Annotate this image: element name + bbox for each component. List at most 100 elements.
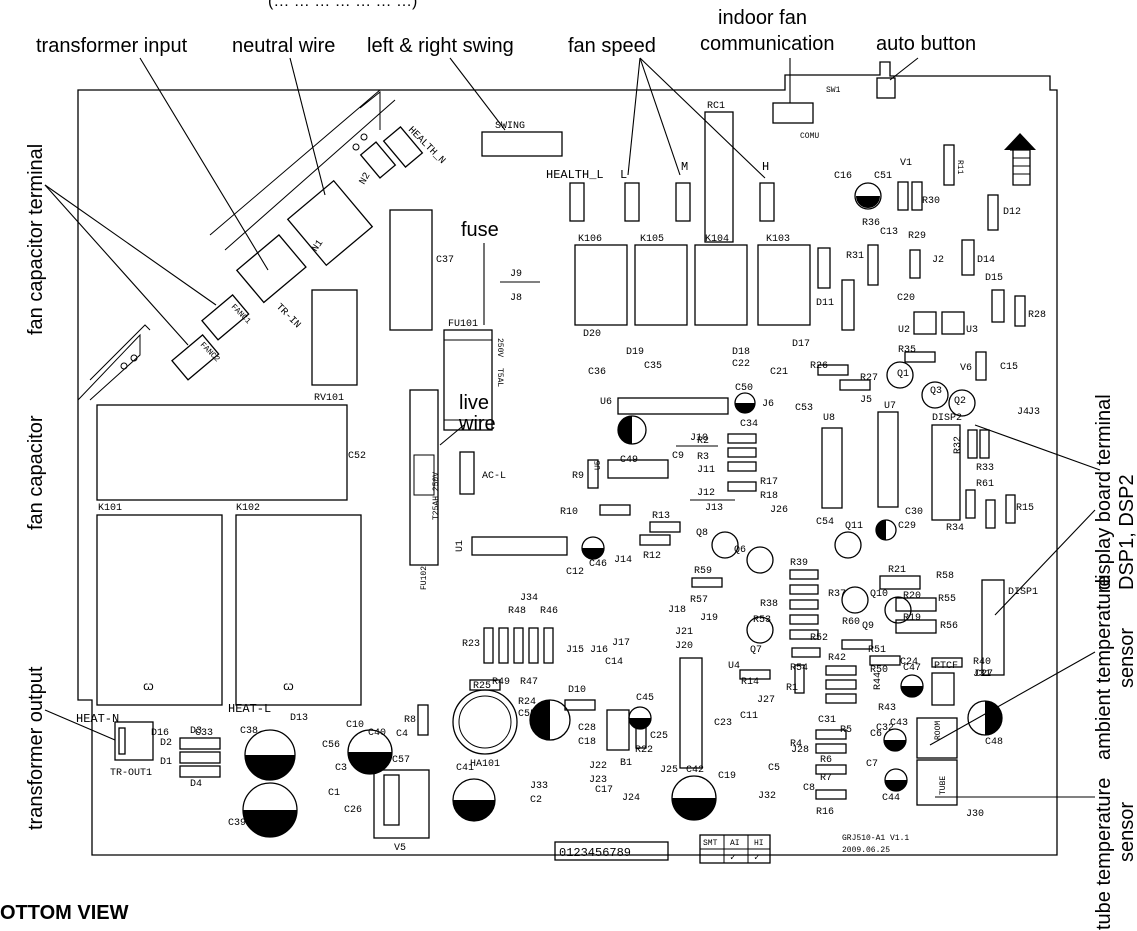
orientation-arrow-icon xyxy=(1004,133,1036,186)
svg-text:J10: J10 xyxy=(690,433,708,444)
svg-text:Q3: Q3 xyxy=(930,386,942,397)
svg-text:C18: C18 xyxy=(578,737,596,748)
svg-text:C33: C33 xyxy=(195,728,213,739)
svg-text:R50: R50 xyxy=(870,665,888,676)
svg-text:R53: R53 xyxy=(753,615,771,626)
svg-text:C21: C21 xyxy=(770,367,788,378)
mount-hole xyxy=(352,143,360,151)
callout-live-wire-line2: wire xyxy=(458,413,496,435)
svg-text:R9: R9 xyxy=(572,471,584,482)
mount-hole xyxy=(130,354,138,362)
svg-text:FU101: FU101 xyxy=(448,319,478,330)
auto-button-sw1[interactable]: SW1 xyxy=(826,77,896,99)
svg-text:R21: R21 xyxy=(888,565,906,576)
svg-text:ꞷ: ꞷ xyxy=(283,680,294,694)
svg-text:R25: R25 xyxy=(473,681,491,692)
svg-text:U6: U6 xyxy=(600,397,612,408)
svg-text:C5: C5 xyxy=(768,763,780,774)
svg-text:C47: C47 xyxy=(903,663,921,674)
svg-text:D16: D16 xyxy=(151,728,169,739)
svg-text:C48: C48 xyxy=(985,737,1003,748)
svg-text:N1: N1 xyxy=(310,238,326,254)
svg-text:J23: J23 xyxy=(589,775,607,786)
neutral-connector-n2: N2 xyxy=(358,141,397,187)
svg-text:R6: R6 xyxy=(820,755,832,766)
svg-text:DISP2: DISP2 xyxy=(932,413,962,424)
relay-k103: K103 xyxy=(757,234,811,326)
svg-text:T5AL: T5AL xyxy=(495,368,504,387)
svg-text:C55: C55 xyxy=(518,709,536,720)
svg-text:D20: D20 xyxy=(583,329,601,340)
svg-text:C50: C50 xyxy=(735,383,753,394)
svg-text:R17: R17 xyxy=(760,477,778,488)
svg-text:R57: R57 xyxy=(690,595,708,606)
svg-text:C53: C53 xyxy=(795,403,813,414)
svg-text:U8: U8 xyxy=(823,413,835,424)
svg-text:R4: R4 xyxy=(790,739,802,750)
svg-text:R18: R18 xyxy=(760,491,778,502)
svg-text:J5: J5 xyxy=(860,395,872,406)
svg-text:J16: J16 xyxy=(590,645,608,656)
svg-text:RV101: RV101 xyxy=(314,393,344,404)
fan-speed-pin-l: L xyxy=(620,168,640,222)
callout-fan-capacitor: fan capacitor xyxy=(25,415,47,530)
svg-text:R10: R10 xyxy=(560,507,578,518)
svg-text:U2: U2 xyxy=(898,325,910,336)
board-id: GRJ510-A1 V1.1 xyxy=(842,834,909,843)
svg-text:C41: C41 xyxy=(456,763,474,774)
svg-text:R32: R32 xyxy=(953,436,964,454)
svg-text:R51: R51 xyxy=(868,645,886,656)
svg-text:R39: R39 xyxy=(790,558,808,569)
svg-text:C42: C42 xyxy=(686,765,704,776)
svg-text:J32: J32 xyxy=(758,791,776,802)
svg-text:C8: C8 xyxy=(803,783,815,794)
relay-k106: K106 xyxy=(574,234,628,326)
svg-text:R14: R14 xyxy=(741,677,759,688)
svg-text:J4: J4 xyxy=(1017,407,1029,418)
svg-text:J2: J2 xyxy=(932,255,944,266)
svg-text:C35: C35 xyxy=(644,361,662,372)
svg-text:J15: J15 xyxy=(566,645,584,656)
callout-fan-capacitor-terminal: fan capacitor terminal xyxy=(25,144,47,335)
svg-text:AC-L: AC-L xyxy=(482,471,506,482)
svg-text:R49: R49 xyxy=(492,677,510,688)
svg-text:R28: R28 xyxy=(1028,310,1046,321)
svg-text:J13: J13 xyxy=(705,503,723,514)
svg-text:C23: C23 xyxy=(714,718,732,729)
svg-text:C13: C13 xyxy=(880,227,898,238)
middle-cluster: R26 R27 R35 J5 Q1 Q3 Q2 V6 C15 J4 J3 U6 … xyxy=(455,345,1040,578)
svg-text:✓: ✓ xyxy=(754,853,760,864)
svg-text:J25: J25 xyxy=(660,765,678,776)
callout-transformer-input: transformer input xyxy=(36,35,188,57)
svg-text:C11: C11 xyxy=(740,711,758,722)
svg-text:J33: J33 xyxy=(530,781,548,792)
svg-text:HA101: HA101 xyxy=(470,759,500,770)
callout-display-terminal-line1: display board terminal xyxy=(1093,394,1115,590)
svg-text:R58: R58 xyxy=(936,571,954,582)
diode-row: D20 D19 D18 D17 C36 C35 C22 C21 xyxy=(583,329,810,378)
live-wire-terminal-ac-l: AC-L xyxy=(459,451,506,495)
svg-text:C54: C54 xyxy=(816,517,834,528)
svg-text:R8: R8 xyxy=(404,715,416,726)
svg-text:D17: D17 xyxy=(792,339,810,350)
fan-capacitor-terminal-fanc1: FANC1 xyxy=(201,294,252,341)
right-top-cluster: C16 C51 R36 V1 R30 R11 D12 D11 R31 C13 R… xyxy=(816,144,1046,336)
svg-text:Q1: Q1 xyxy=(897,369,909,380)
svg-text:C28: C28 xyxy=(578,723,596,734)
lower-right-cluster: R42 R43 R44 C47 C32 PTCF C27 C48 C31 R5 … xyxy=(768,653,1003,820)
svg-text:J22: J22 xyxy=(589,761,607,772)
svg-text:J11: J11 xyxy=(697,465,715,476)
relay-k101: K101 ꞷ xyxy=(96,503,223,706)
svg-text:C17: C17 xyxy=(595,785,613,796)
svg-text:C20: C20 xyxy=(897,293,915,304)
callout-indoor-fan-line1: indoor fan xyxy=(718,7,807,29)
svg-text:R36: R36 xyxy=(862,218,880,229)
svg-text:J24: J24 xyxy=(622,793,640,804)
svg-text:SMT: SMT xyxy=(703,839,718,848)
svg-text:ROOM: ROOM xyxy=(934,721,943,740)
swing-connector: SWING xyxy=(481,121,563,157)
svg-text:Q9: Q9 xyxy=(862,621,874,632)
fan-capacitor-terminal-fanc2: FANC2 xyxy=(171,334,221,381)
svg-text:J19: J19 xyxy=(700,613,718,624)
resistor-bank: J34 R48 R46 R23 R49 R47 J15 J16 J17 C14 xyxy=(462,593,703,769)
